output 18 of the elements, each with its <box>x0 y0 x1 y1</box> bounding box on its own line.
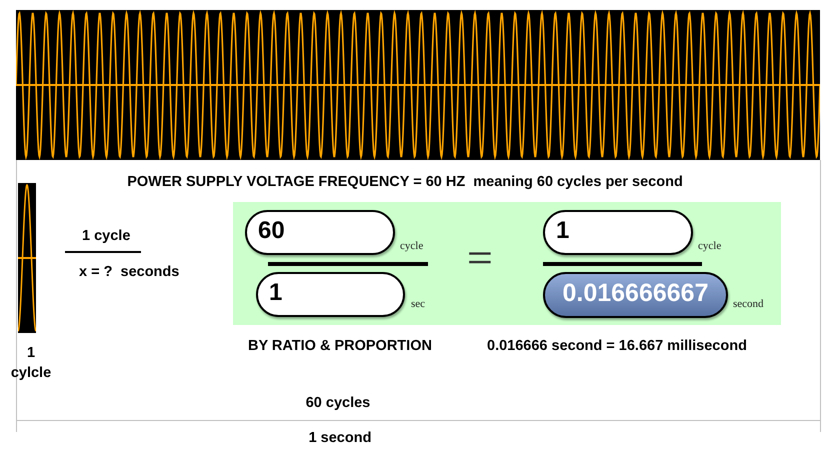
cycle-count-label: 60 cycles <box>306 395 370 412</box>
numerator-label: 1 cycle <box>82 228 130 245</box>
unit-label: second <box>733 298 764 311</box>
value-field: 60 <box>245 210 395 255</box>
unit-label: cycle <box>400 240 424 253</box>
result-text: 0.016666 second = 16.667 millisecond <box>487 338 747 355</box>
duration-label: 1 second <box>308 430 372 447</box>
cycle-caption: 1 cylcle <box>10 344 52 383</box>
denominator-label: x = ? seconds <box>79 264 180 281</box>
equals-sign: = <box>467 240 493 276</box>
unit-label: cycle <box>698 240 722 253</box>
method-label: BY RATIO & PROPORTION <box>248 338 432 355</box>
equation-panel <box>233 202 781 325</box>
title-text: POWER SUPPLY VOLTAGE FREQUENCY = 60 HZ meaning 60 cycles per second <box>127 174 683 191</box>
value-field: 1 <box>256 272 405 317</box>
result-field: 0.016666667 <box>543 272 728 318</box>
value-field: 1 <box>543 210 693 255</box>
unit-label: sec <box>411 298 426 311</box>
